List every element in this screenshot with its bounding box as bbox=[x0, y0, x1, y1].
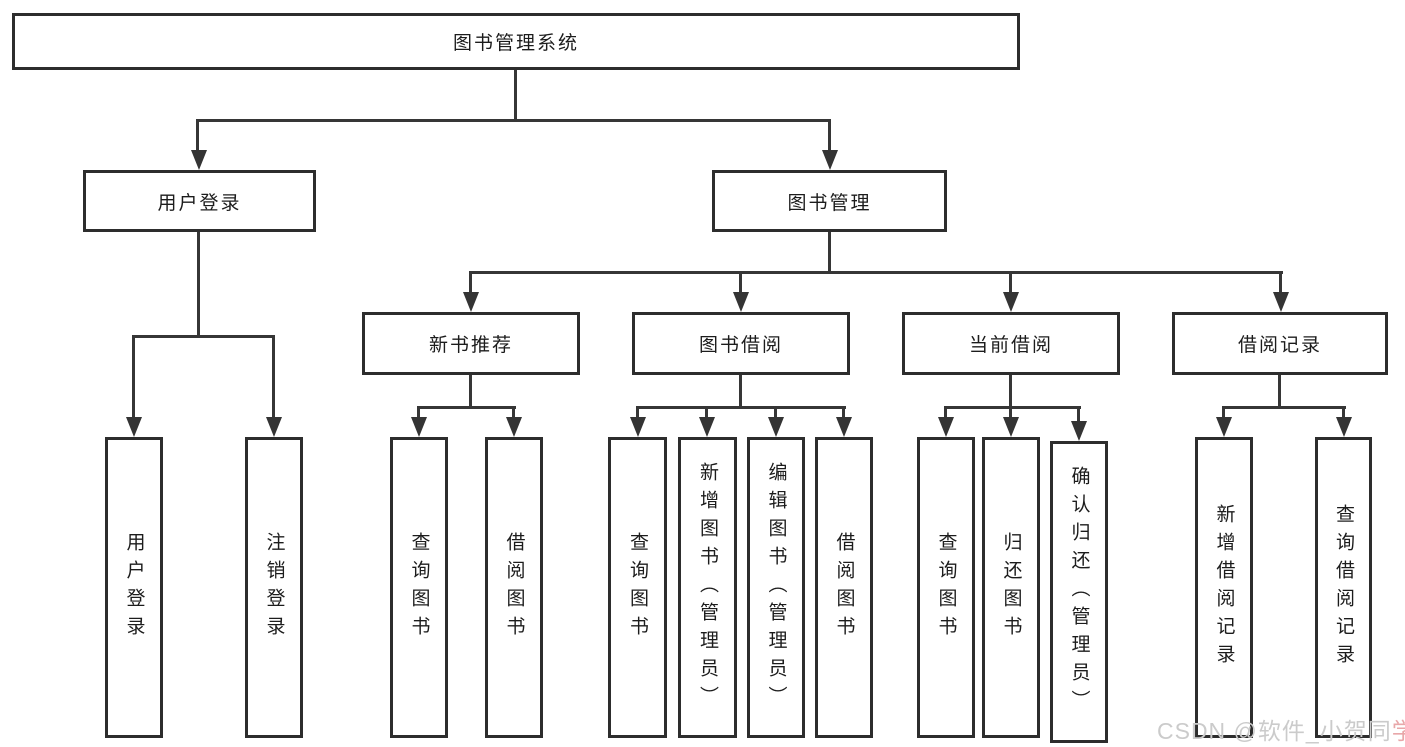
leaf-query-borrow-record: 查询借阅记录 bbox=[1315, 437, 1372, 738]
leaf-query-books-borrowing: 查询图书 bbox=[608, 437, 667, 738]
leaf-borrow-books-borrowing: 借阅图书 bbox=[815, 437, 873, 738]
leaf-label: 新增借阅记录 bbox=[1213, 503, 1235, 672]
leaf-return-books: 归还图书 bbox=[982, 437, 1040, 738]
connector-vline bbox=[469, 375, 472, 408]
node-book-management: 图书管理 bbox=[712, 170, 947, 232]
connector-hline bbox=[132, 335, 275, 338]
leaf-label: 归还图书 bbox=[1000, 531, 1022, 644]
connector-vline bbox=[636, 406, 639, 419]
leaf-label: 确认归还（管理员） bbox=[1068, 466, 1090, 718]
connector-vline bbox=[774, 406, 777, 419]
arrow-down-icon bbox=[126, 417, 142, 437]
node-book-borrowing: 图书借阅 bbox=[632, 312, 850, 375]
connector-vline bbox=[197, 232, 200, 336]
leaf-query-books-current: 查询图书 bbox=[917, 437, 975, 738]
node-library-management-system: 图书管理系统 bbox=[12, 13, 1020, 70]
connector-vline bbox=[514, 70, 517, 120]
arrow-down-icon bbox=[411, 417, 427, 437]
leaf-label: 借阅图书 bbox=[833, 531, 855, 644]
node-label: 图书管理 bbox=[787, 192, 872, 214]
arrow-down-icon bbox=[506, 417, 522, 437]
arrow-down-icon bbox=[1003, 292, 1019, 312]
arrow-down-icon bbox=[768, 417, 784, 437]
leaf-label: 用户登录 bbox=[123, 531, 145, 644]
connector-vline bbox=[1009, 271, 1012, 294]
connector-vline bbox=[1077, 406, 1080, 421]
connector-vline bbox=[417, 406, 420, 419]
connector-vline bbox=[705, 406, 708, 419]
arrow-down-icon bbox=[1003, 417, 1019, 437]
leaf-label: 编辑图书（管理员） bbox=[765, 461, 787, 714]
connector-vline bbox=[828, 119, 831, 152]
node-user-login: 用户登录 bbox=[83, 170, 316, 232]
leaf-borrow-books-recommend: 借阅图书 bbox=[485, 437, 543, 738]
connector-vline bbox=[469, 271, 472, 294]
leaf-label: 查询图书 bbox=[935, 531, 957, 644]
connector-vline bbox=[132, 335, 135, 419]
connector-vline bbox=[739, 375, 742, 408]
connector-vline bbox=[1222, 406, 1225, 419]
arrow-down-icon bbox=[1071, 421, 1087, 441]
node-new-book-recommendation: 新书推荐 bbox=[362, 312, 580, 375]
connector-vline bbox=[272, 335, 275, 419]
arrow-down-icon bbox=[836, 417, 852, 437]
node-label: 用户登录 bbox=[157, 192, 242, 214]
connector-vline bbox=[739, 271, 742, 294]
arrow-down-icon bbox=[1216, 417, 1232, 437]
connector-hline bbox=[469, 271, 1283, 274]
connector-hline bbox=[417, 406, 516, 409]
leaf-label: 注销登录 bbox=[263, 531, 285, 644]
leaf-query-books-recommend: 查询图书 bbox=[390, 437, 448, 738]
connector-vline bbox=[828, 232, 831, 273]
arrow-down-icon bbox=[1273, 292, 1289, 312]
watermark-text: CSDN @软件_小贺同 bbox=[1157, 718, 1392, 744]
connector-hline bbox=[944, 406, 1081, 409]
leaf-label: 查询图书 bbox=[408, 531, 430, 644]
leaf-add-borrow-record: 新增借阅记录 bbox=[1195, 437, 1253, 738]
connector-vline bbox=[1279, 271, 1282, 294]
connector-vline bbox=[1278, 375, 1281, 408]
connector-hline bbox=[196, 119, 831, 122]
leaf-label: 查询图书 bbox=[627, 531, 648, 644]
watermark-accent-text: 学 bbox=[1391, 718, 1405, 744]
connector-vline bbox=[512, 406, 515, 419]
leaf-edit-books-admin: 编辑图书（管理员） bbox=[747, 437, 805, 738]
connector-vline bbox=[944, 406, 947, 419]
arrow-down-icon bbox=[699, 417, 715, 437]
leaf-confirm-return-admin: 确认归还（管理员） bbox=[1050, 441, 1108, 743]
leaf-label: 新增图书（管理员） bbox=[697, 461, 718, 714]
leaf-add-books-admin: 新增图书（管理员） bbox=[678, 437, 737, 738]
connector-vline bbox=[842, 406, 845, 419]
connector-vline bbox=[196, 119, 199, 152]
connector-hline bbox=[636, 406, 846, 409]
arrow-down-icon bbox=[822, 150, 838, 170]
connector-vline bbox=[1009, 406, 1012, 419]
node-label: 图书借阅 bbox=[698, 335, 783, 356]
node-label: 图书管理系统 bbox=[452, 33, 579, 54]
leaf-user-login: 用户登录 bbox=[105, 437, 163, 738]
leaf-label: 查询借阅记录 bbox=[1333, 503, 1354, 672]
connector-hline bbox=[1222, 406, 1346, 409]
node-label: 当前借阅 bbox=[968, 335, 1053, 356]
arrow-down-icon bbox=[191, 150, 207, 170]
watermark: CSDN @软件_小贺同学 bbox=[1157, 712, 1405, 746]
leaf-label: 借阅图书 bbox=[503, 531, 525, 644]
arrow-down-icon bbox=[630, 417, 646, 437]
node-borrowing-records: 借阅记录 bbox=[1172, 312, 1388, 375]
arrow-down-icon bbox=[463, 292, 479, 312]
node-current-borrowing: 当前借阅 bbox=[902, 312, 1120, 375]
arrow-down-icon bbox=[1336, 417, 1352, 437]
connector-vline bbox=[1342, 406, 1345, 419]
arrow-down-icon bbox=[733, 292, 749, 312]
arrow-down-icon bbox=[266, 417, 282, 437]
leaf-logout: 注销登录 bbox=[245, 437, 303, 738]
node-label: 新书推荐 bbox=[428, 335, 513, 356]
node-label: 借阅记录 bbox=[1237, 335, 1322, 356]
arrow-down-icon bbox=[938, 417, 954, 437]
connector-vline bbox=[1009, 375, 1012, 408]
